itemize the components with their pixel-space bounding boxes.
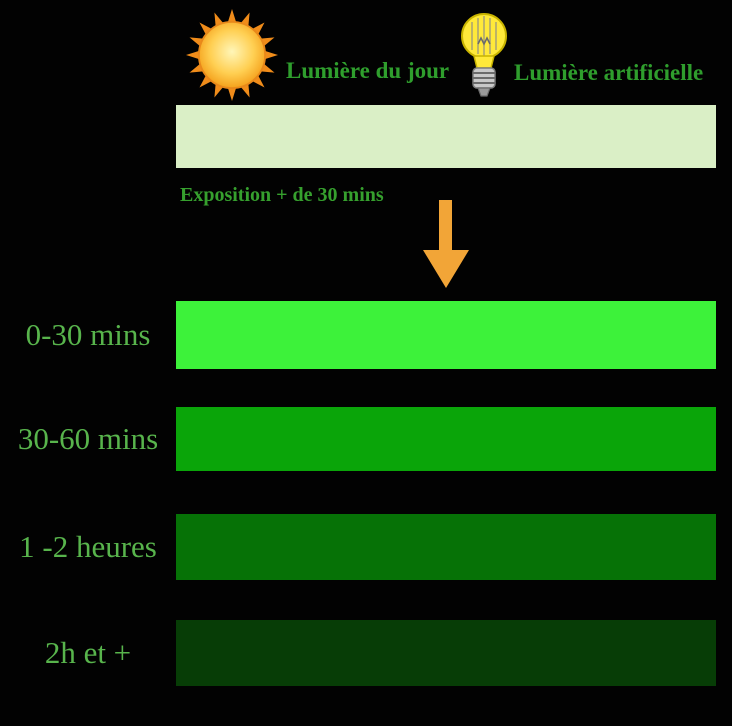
daylight-label: Lumière du jour: [286, 58, 450, 83]
brightness-bar-2h-et-plus: [176, 620, 716, 686]
sun-icon: [186, 9, 278, 101]
brightness-bar-0-30-mins: [176, 301, 716, 369]
duration-label-1-2-heures: 1 -2 heures: [19, 529, 157, 564]
duration-label-2h-et-plus: 2h et +: [44, 635, 132, 670]
brightness-bar-1-2-heures: [176, 514, 716, 580]
artificial-light-label: Lumière artificielle: [514, 60, 704, 85]
duration-label-30-60-mins: 30-60 mins: [17, 421, 159, 456]
lightbulb-icon: [461, 13, 507, 97]
brightness-bar-30-60-mins: [176, 407, 716, 471]
exposure-source-bar: [176, 105, 716, 168]
down-arrow-icon: [423, 200, 469, 288]
duration-label-0-30-mins: 0-30 mins: [25, 317, 151, 352]
exposure-caption: Exposition + de 30 mins: [180, 184, 384, 206]
